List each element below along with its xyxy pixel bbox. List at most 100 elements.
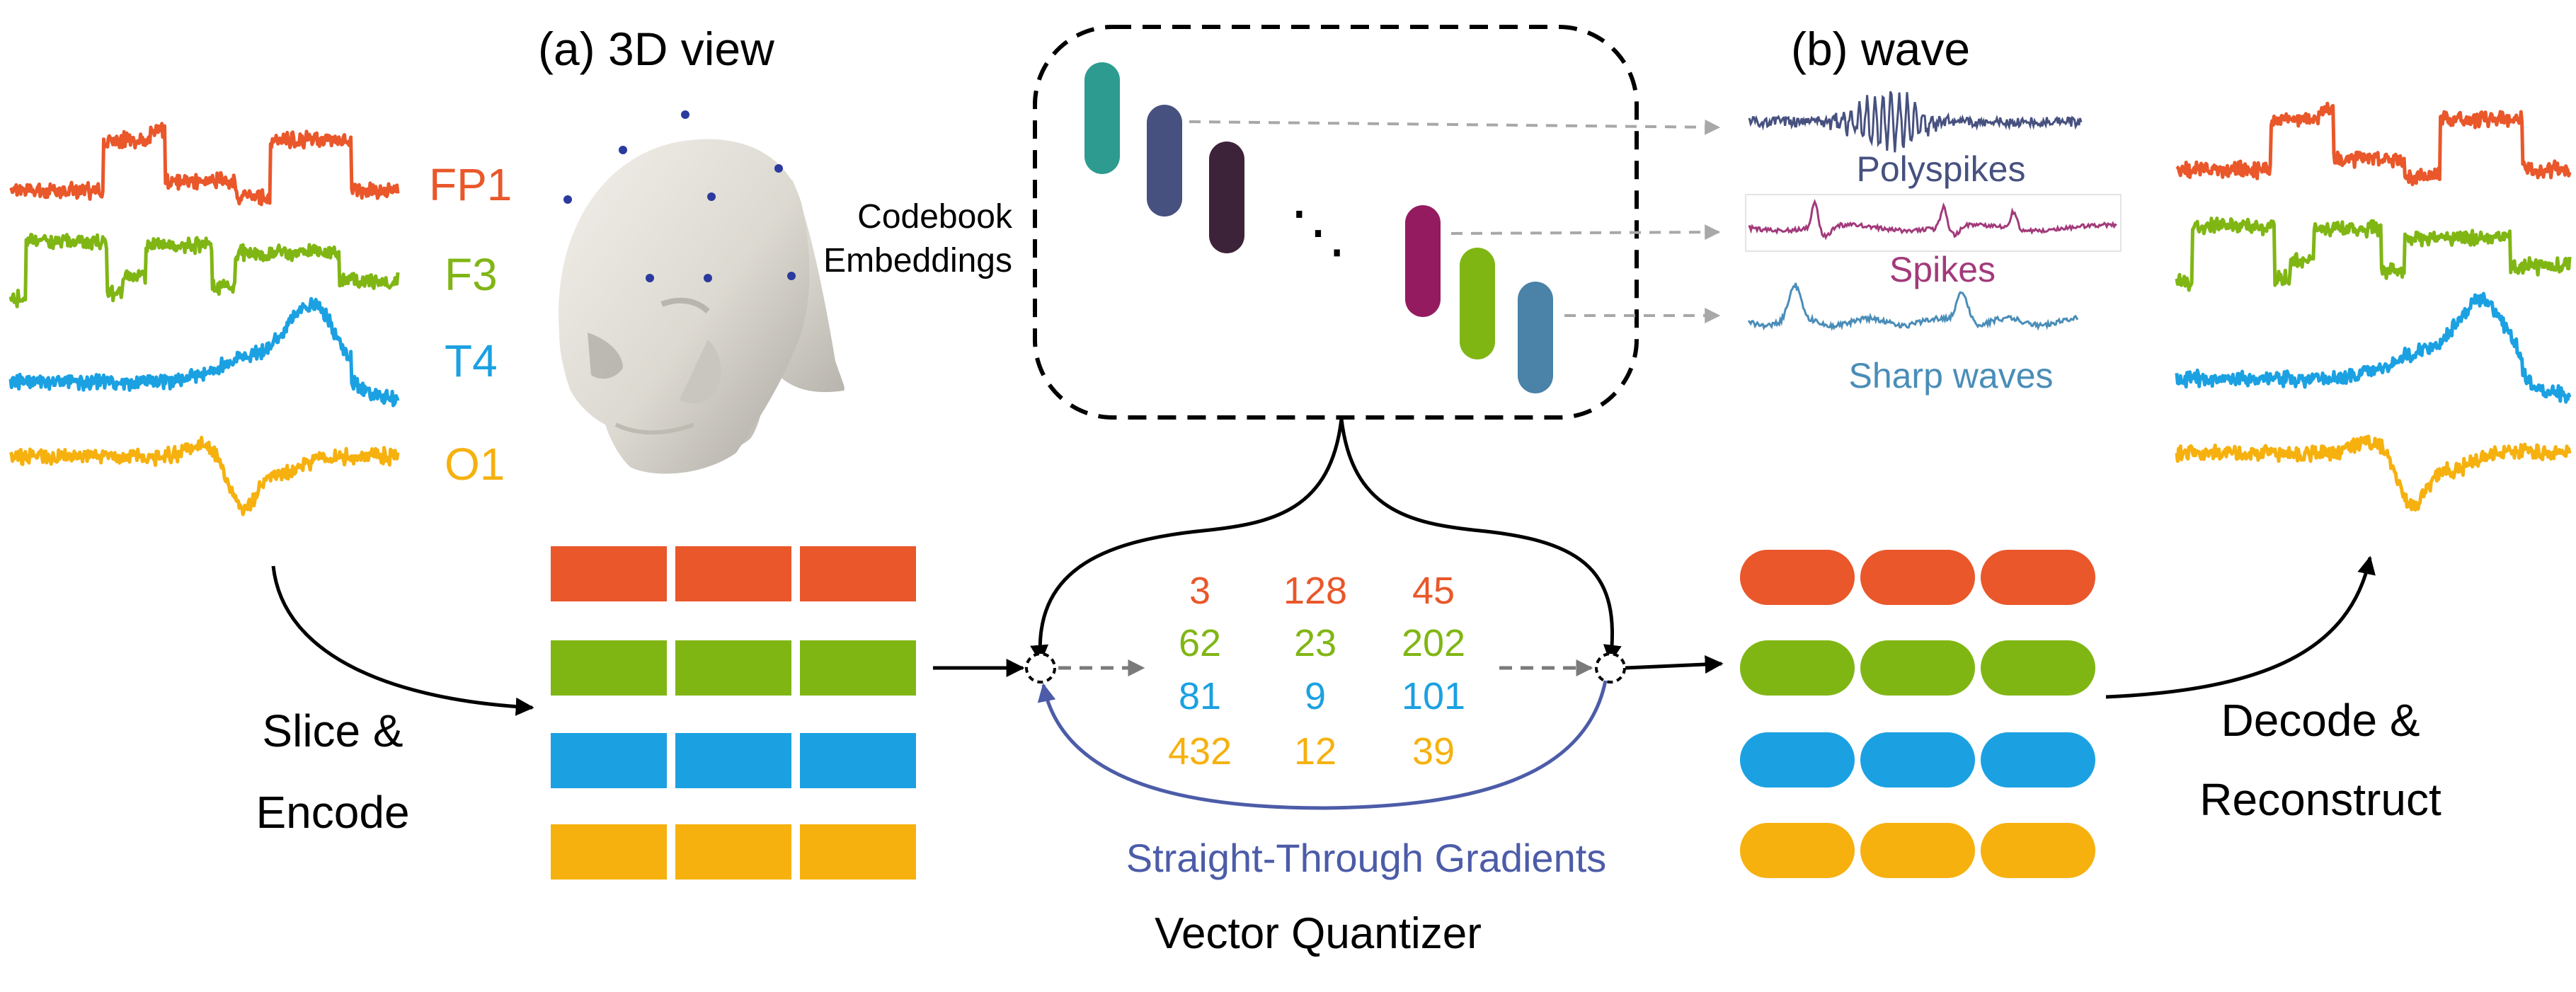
quantized-block-f3-1 — [1740, 640, 1855, 696]
codebook-ellipsis: ⋱ — [1290, 200, 1346, 263]
encoded-block-f3-3 — [800, 640, 916, 696]
encoded-block-t4-2 — [675, 733, 791, 788]
encoded-block-o1-2 — [675, 824, 791, 879]
code-r1-c2: 128 — [1283, 570, 1347, 612]
straight-through-gradient-arrow — [1037, 680, 1608, 810]
heading-wave: (b) wave — [1791, 23, 1970, 75]
codebook-vector-1 — [1084, 62, 1120, 174]
quantized-block-t4-3 — [1981, 732, 2095, 788]
wave-label-spikes: Spikes — [1889, 250, 1996, 289]
electrode-dot — [563, 195, 572, 204]
quantized-block-t4-1 — [1740, 732, 1855, 788]
code-r4-c3: 39 — [1412, 730, 1455, 773]
code-r3-c1: 81 — [1179, 675, 1221, 717]
encoded-block-o1-3 — [800, 824, 916, 879]
channel-label-f3: F3 — [445, 249, 498, 300]
wave-label-sharp-waves: Sharp waves — [1848, 356, 2053, 396]
code-r4-c1: 432 — [1168, 730, 1232, 773]
channel-label-o1: O1 — [445, 439, 505, 490]
reconstructed-eeg-traces — [2175, 101, 2572, 512]
spikes-waveform — [1748, 199, 2117, 241]
quantized-block-o1-1 — [1740, 823, 1855, 878]
quantizer-label: Vector Quantizer — [1155, 909, 1482, 958]
codebook-vector-5 — [1460, 248, 1495, 359]
encoded-block-o1-1 — [551, 824, 667, 879]
codebook-vector-6 — [1518, 282, 1553, 393]
encoded-block-t4-3 — [800, 733, 916, 788]
quantizer-output-node — [1595, 652, 1626, 684]
sharp-waves-waveform — [1747, 282, 2079, 332]
quantized-block-t4-2 — [1860, 732, 1975, 788]
quantized-block-f3-3 — [1981, 640, 2095, 696]
output-trace-fp1 — [2175, 101, 2572, 187]
codebook-vector-2 — [1147, 105, 1182, 217]
electrode-dot — [704, 274, 712, 282]
channel-label-t4: T4 — [445, 335, 498, 386]
decode-label-line1: Decode & — [2221, 695, 2420, 746]
spikes-thumbnail-frame — [1745, 194, 2122, 252]
dashed-arrow-polyspikes — [1189, 119, 1721, 135]
code-r4-c2: 12 — [1294, 730, 1336, 773]
codebook-box — [1033, 25, 1639, 420]
encoded-block-f3-1 — [551, 640, 667, 696]
output-trace-t4 — [2175, 292, 2572, 404]
input-trace-t4 — [8, 296, 400, 408]
quantized-block-fp1-2 — [1860, 550, 1975, 605]
codebook-vector-3 — [1209, 142, 1244, 253]
encoded-block-fp1-3 — [800, 546, 916, 601]
output-trace-f3 — [2175, 217, 2572, 292]
code-r2-c2: 23 — [1294, 622, 1336, 664]
output-trace-o1 — [2175, 434, 2572, 512]
encoded-block-fp1-2 — [675, 546, 791, 601]
polyspikes-waveform — [1748, 91, 2083, 153]
electrode-dot — [646, 274, 654, 282]
quantized-token-blocks — [1740, 550, 2095, 878]
encoded-block-t4-1 — [551, 733, 667, 788]
input-eeg-traces — [8, 122, 400, 517]
slice-label-line1: Slice & — [262, 705, 403, 756]
code-index-grid: 3 128 45 62 23 202 81 9 101 432 12 39 — [1168, 570, 1465, 773]
channel-label-fp1: FP1 — [429, 159, 512, 210]
input-trace-fp1 — [9, 122, 400, 207]
electrode-dot — [787, 272, 796, 280]
head-face-icon — [559, 139, 810, 474]
head-3d-model — [559, 110, 845, 474]
codebook-label-line2: Embeddings — [823, 242, 1012, 279]
decode-reconstruct-arrow — [2105, 555, 2376, 699]
wave-label-polyspikes: Polyspikes — [1857, 149, 2026, 189]
electrode-dot — [619, 146, 627, 154]
slice-encode-arrow — [271, 565, 534, 716]
code-r3-c2: 9 — [1305, 675, 1326, 717]
gradients-label: Straight-Through Gradients — [1126, 836, 1607, 880]
quantizer-input-node — [1025, 652, 1056, 684]
input-trace-f3 — [8, 233, 400, 308]
quantized-block-fp1-1 — [1740, 550, 1855, 605]
encoded-token-blocks — [551, 546, 916, 879]
codebook-to-right-node-curve — [1339, 418, 1622, 664]
quantized-block-fp1-3 — [1981, 550, 2095, 605]
code-r2-c3: 202 — [1402, 622, 1465, 664]
electrode-dot — [707, 192, 716, 201]
heading-3d-view: (a) 3D view — [538, 23, 774, 75]
code-r2-c1: 62 — [1179, 622, 1221, 664]
quantized-block-f3-2 — [1860, 640, 1975, 696]
electrode-markers — [563, 110, 796, 282]
electrode-dot — [774, 164, 783, 173]
dashed-arrow-spikes — [1450, 224, 1721, 241]
quantized-block-o1-2 — [1860, 823, 1975, 878]
input-trace-o1 — [8, 435, 400, 517]
encoded-block-fp1-1 — [551, 546, 667, 601]
encoded-block-f3-2 — [675, 640, 791, 696]
codebook-embeddings: ⋱ — [1084, 62, 1553, 393]
slice-label-line2: Encode — [256, 787, 409, 838]
codebook-label-line1: Codebook — [857, 198, 1013, 236]
code-r1-c3: 45 — [1412, 570, 1455, 612]
codebook-vector-4 — [1405, 205, 1441, 317]
codebook-to-left-node-curve — [1030, 418, 1344, 664]
wave-type-thumbnails — [1745, 91, 2122, 332]
quantizer-to-decoder-arrow — [1625, 655, 1724, 674]
quantized-block-o1-3 — [1981, 823, 2095, 878]
code-r3-c3: 101 — [1402, 675, 1465, 717]
code-r1-c1: 3 — [1189, 570, 1210, 612]
